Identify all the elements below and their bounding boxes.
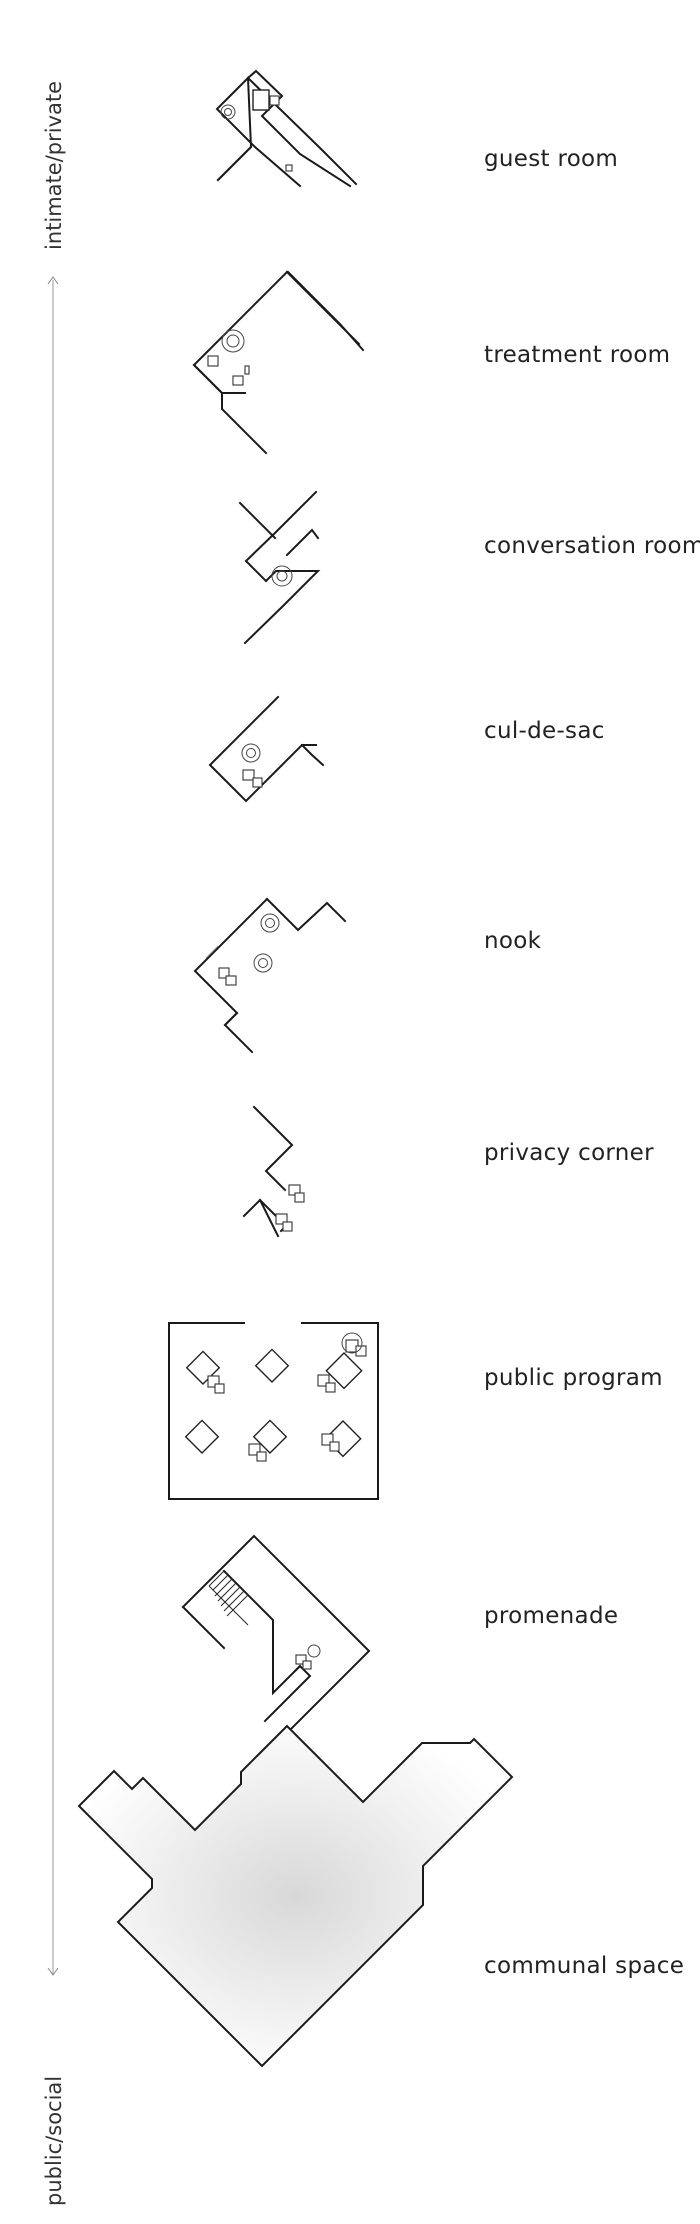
room-label-public-program: public program [484,1365,663,1391]
plan-communal-space [77,1724,514,2068]
room-label-communal-space: communal space [484,1953,685,1979]
arrow-up-icon [47,276,59,285]
room-label-nook: nook [484,928,542,954]
arrow-down-icon [47,1967,59,1976]
plan-conversation-room [238,490,321,645]
plan-privacy-corner [242,1105,305,1238]
room-label-promenade: promenade [484,1603,619,1629]
room-label-guest-room: guest room [484,146,619,172]
stair-icon [208,1570,249,1626]
plan-promenade [181,1534,371,1741]
room-label-privacy-corner: privacy corner [484,1140,654,1166]
room-label-cul-de-sac: cul-de-sac [484,718,605,744]
room-label-treatment-room: treatment room [484,342,671,368]
plan-nook [193,897,347,1054]
plan-cul-de-sac [208,695,325,803]
plan-guest-room [215,69,358,188]
privacy-scale-axis [47,276,59,1976]
room-label-conversation-room: conversation room [484,533,700,559]
plan-treatment-room [192,270,365,455]
plan-public-program [168,1322,379,1500]
